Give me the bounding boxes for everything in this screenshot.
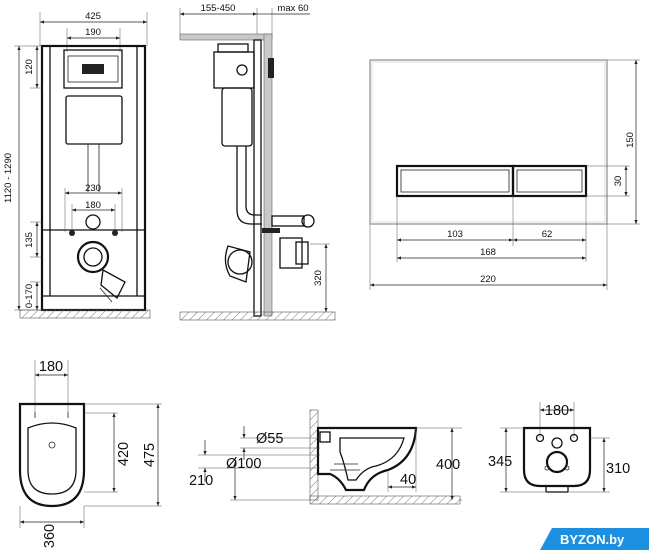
bowl-side-view: Ø55 Ø100 210 40 400 xyxy=(189,409,462,505)
dim-side-max: max 60 xyxy=(277,3,308,14)
byzon-watermark: BYZON.by xyxy=(540,528,649,550)
frame-side-view: 155-450 max 60 320 xyxy=(179,3,336,321)
dim-bolts-outer: 230 xyxy=(85,183,101,194)
frame-front-view: 425 190 230 180 xyxy=(3,11,151,319)
dim-side-height: 400 xyxy=(436,457,460,473)
dim-frame-top: 120 xyxy=(24,59,35,75)
bowl-top-view: 180 420 475 360 xyxy=(18,359,162,548)
dim-top-bolts: 180 xyxy=(39,359,63,375)
dim-left-button: 103 xyxy=(447,229,463,240)
dim-side-depth: 155-450 xyxy=(201,3,236,14)
dim-side-inlet: Ø55 xyxy=(256,431,283,447)
dim-legs: 0-170 xyxy=(24,284,35,308)
dim-plate-width: 220 xyxy=(480,274,496,285)
bowl-back-view: 180 345 310 xyxy=(488,402,630,493)
dim-buttons-total: 168 xyxy=(480,247,496,258)
dim-right-button: 62 xyxy=(542,229,553,240)
dim-side-floor: 320 xyxy=(313,270,324,286)
dim-side-floor: 210 xyxy=(189,473,213,489)
dim-top-width: 360 xyxy=(42,524,58,548)
dim-top-length: 475 xyxy=(142,443,158,467)
flush-plate-view: 150 30 103 62 168 220 xyxy=(369,59,640,290)
dim-bolts-inner: 180 xyxy=(85,200,101,211)
dim-back-bolts: 180 xyxy=(545,403,569,419)
dim-back-height: 345 xyxy=(488,454,512,470)
dim-plate-height: 150 xyxy=(625,132,636,148)
dim-outlet-height: 135 xyxy=(24,232,35,248)
dim-side-outlet: Ø100 xyxy=(226,456,261,472)
dim-back-inner: 310 xyxy=(606,461,630,477)
watermark-text: BYZON.by xyxy=(560,532,625,547)
dim-button-height: 30 xyxy=(613,176,624,187)
dim-plate-width: 190 xyxy=(85,27,101,38)
dim-top-inner: 420 xyxy=(116,442,132,466)
dim-side-offset: 40 xyxy=(400,472,416,488)
dim-frame-width: 425 xyxy=(85,11,101,22)
dim-frame-height: 1120 - 1290 xyxy=(3,153,14,203)
